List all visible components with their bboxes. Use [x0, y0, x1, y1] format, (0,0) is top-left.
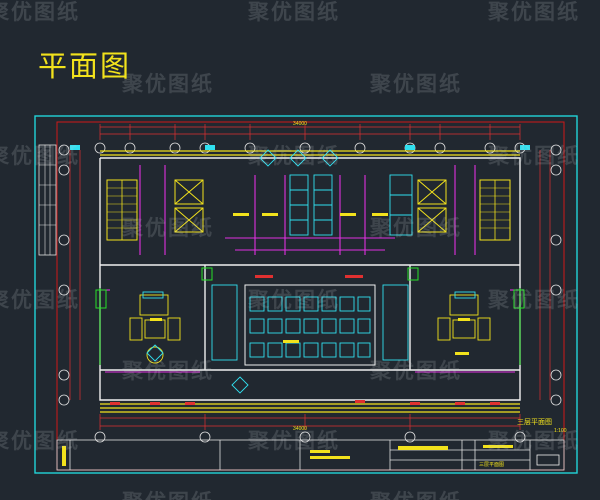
- title-block-marks: [62, 445, 560, 466]
- window-ticks: [70, 145, 530, 405]
- diamond-markers: [146, 149, 339, 394]
- window-bands: [100, 150, 520, 413]
- title-block-note: 三层平面图: [479, 462, 504, 468]
- dimension-label-top-total: 34000: [293, 121, 307, 127]
- dimension-lines-top: [99, 124, 521, 140]
- partitions: [100, 165, 520, 373]
- lounge-furniture-left: [129, 291, 181, 364]
- plan-scale: 1:100: [554, 428, 567, 434]
- toilet-stalls: [289, 174, 413, 236]
- page-title: 平面图: [38, 49, 132, 83]
- dimension-lines-bottom: [99, 414, 521, 430]
- green-walls: [95, 267, 525, 365]
- elevators: [174, 179, 447, 233]
- stair-right: [479, 179, 511, 241]
- central-seating: [211, 284, 409, 366]
- dimension-lines-sides: [69, 150, 551, 400]
- lounge-furniture-right: [437, 291, 491, 341]
- title-block: [56, 439, 565, 471]
- sheet-frame: [34, 115, 578, 474]
- plan-label: 三层平面图: [517, 418, 552, 426]
- revision-strip: [38, 144, 57, 256]
- building-walls: [99, 157, 521, 401]
- dimension-label-bottom-total: 34000: [293, 426, 307, 432]
- grid-axis-bubbles: [58, 142, 562, 443]
- stair-left: [106, 179, 138, 241]
- room-label-marks: [150, 213, 470, 355]
